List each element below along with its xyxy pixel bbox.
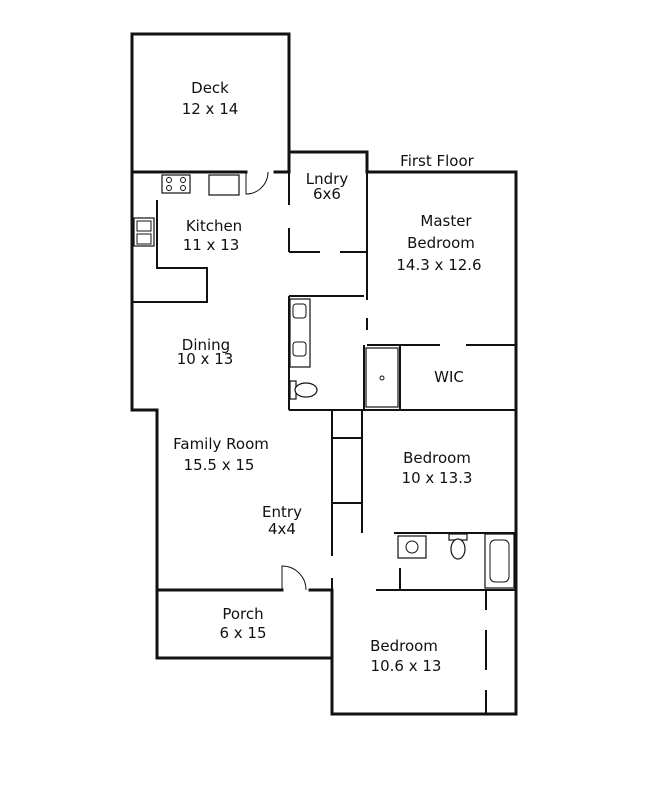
room-size-porch: 6 x 15 [219, 624, 266, 642]
double-sink-icon [133, 217, 155, 247]
room-size-laundry: 6x6 [313, 185, 341, 203]
room-size-kitchen: 11 x 13 [183, 236, 240, 254]
vanity-icon [289, 298, 311, 368]
room-name-wic: WIC [434, 368, 464, 386]
room-name-master-line1: Master [420, 212, 472, 230]
stove-icon [161, 174, 191, 194]
room-name-bedroom-3: Bedroom [370, 637, 438, 655]
sink-icon [397, 535, 427, 559]
room-size-bedroom-3: 10.6 x 13 [371, 657, 442, 675]
room-size-master: 14.3 x 12.6 [396, 256, 481, 274]
room-size-deck: 12 x 14 [182, 100, 239, 118]
room-name-deck: Deck [191, 79, 229, 97]
room-size-dining: 10 x 13 [177, 350, 234, 368]
door-swings [245, 171, 307, 591]
room-name-kitchen: Kitchen [186, 217, 242, 235]
room-name-laundry: Lndry [306, 170, 349, 188]
room-size-bedroom-2: 10 x 13.3 [402, 469, 473, 487]
toilet-icon [289, 380, 318, 400]
room-name-entry: Entry [262, 503, 302, 521]
interior-walls [132, 172, 516, 714]
counter-appliance-icon [208, 174, 240, 196]
toilet-icon [448, 533, 468, 560]
room-name-bedroom-2: Bedroom [403, 449, 471, 467]
room-name-family-room: Family Room [173, 435, 269, 453]
room-size-entry: 4x4 [268, 520, 296, 538]
bathtub-icon [484, 533, 515, 589]
room-name-porch: Porch [222, 605, 263, 623]
room-size-family-room: 15.5 x 15 [184, 456, 255, 474]
shower-icon [365, 347, 399, 408]
floor-label: First Floor [400, 152, 474, 170]
exterior-walls [130, 150, 518, 716]
porch-area [155, 588, 334, 660]
room-name-master-line2: Bedroom [407, 234, 475, 252]
deck-area [130, 32, 291, 172]
room-name-dining: Dining [182, 336, 230, 354]
